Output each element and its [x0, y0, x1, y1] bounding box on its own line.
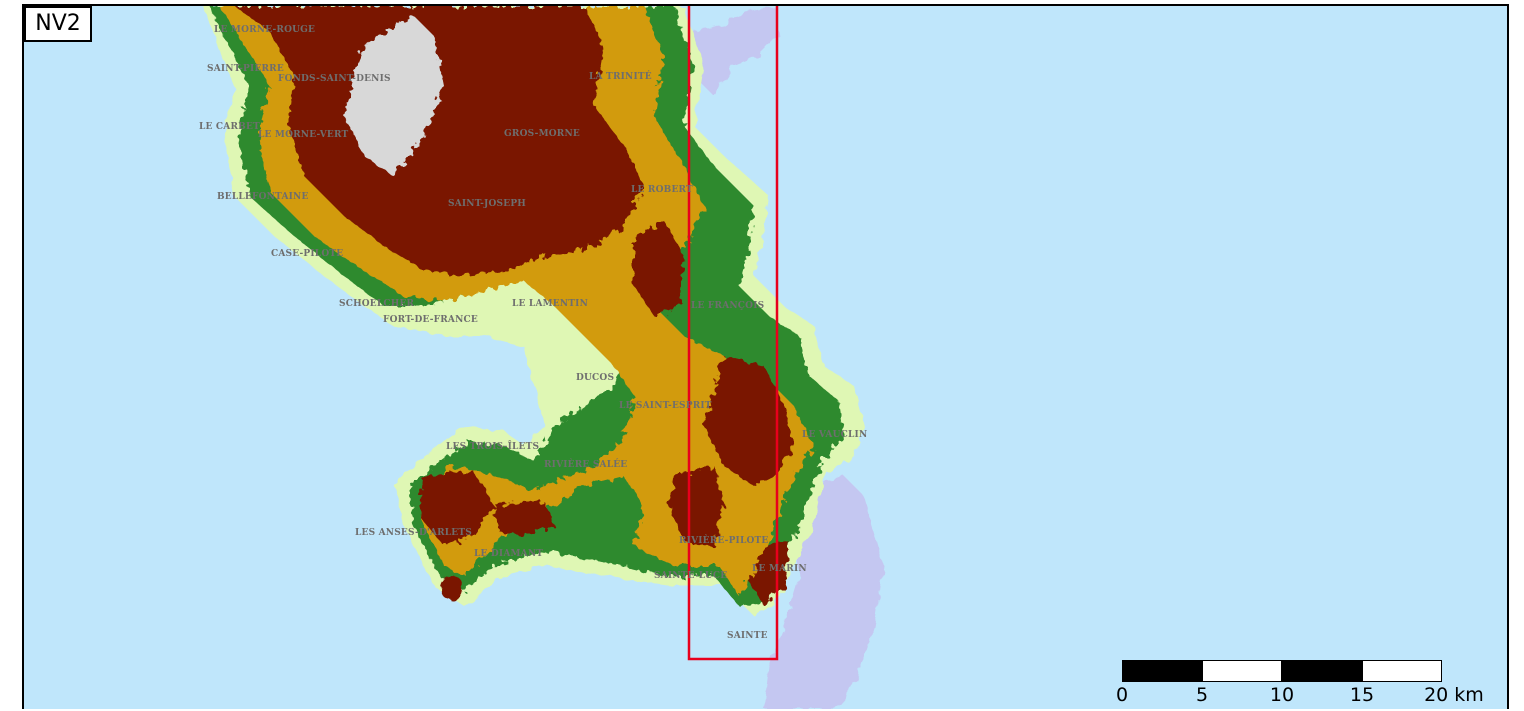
town-label: LES ANSES-D'ARLETS: [355, 528, 472, 538]
town-label: SCHOELCHER: [339, 299, 415, 309]
scale-bar-label: 20 km: [1424, 684, 1484, 706]
town-label: LE VAUCLIN: [802, 430, 867, 440]
town-label: LE LAMENTIN: [512, 299, 588, 309]
town-label: LA TRINITÉ: [589, 70, 652, 82]
scale-bar-segment: [1362, 660, 1442, 682]
scale-bar-label: 0: [1115, 684, 1129, 706]
town-label: FORT-DE-FRANCE: [383, 315, 478, 325]
scale-bar-label: 15: [1349, 684, 1375, 706]
town-label: RIVIÈRE SALÉE: [544, 458, 627, 470]
town-label: BELLEFONTAINE: [217, 192, 309, 202]
terrain-map: LE MORNE-ROUGE SAINT-PIERREFONDS-SAINT-DE…: [199, 6, 884, 709]
town-label: LE DIAMANT: [474, 549, 543, 559]
town-label: SAINTE: [727, 631, 768, 641]
scale-bar-label: 5: [1195, 684, 1209, 706]
town-label: LE MORNE-ROUGE: [214, 25, 315, 35]
town-labels: LE MORNE-ROUGE SAINT-PIERREFONDS-SAINT-DE…: [199, 25, 867, 641]
scale-bar-segment: [1202, 660, 1282, 682]
town-label: LE SAINT-ESPRIT: [619, 401, 712, 411]
town-label: LE CARBET: [199, 122, 260, 132]
town-label: LE ROBERT: [631, 185, 693, 195]
selection-box: [687, 6, 779, 661]
scale-bar-label: 10: [1269, 684, 1295, 706]
town-label: LE MARIN: [752, 564, 807, 574]
town-label: RIVIÈRE-PILOTE: [679, 534, 769, 546]
town-label: SAINT-PIERRE: [207, 64, 284, 74]
town-label: SAINTE-LUCE: [654, 571, 727, 581]
scale-bar-segment: [1122, 660, 1202, 682]
town-label: CASE-PILOTE: [271, 249, 343, 259]
town-label: LES TROIS-ÎLETS: [446, 440, 539, 452]
scale-bar-segment: [1282, 660, 1362, 682]
town-label: GROS-MORNE: [504, 129, 580, 139]
town-label: SAINT-JOSEPH: [448, 199, 526, 209]
island-terrain: [204, 6, 864, 616]
panel-label: NV2: [24, 6, 92, 42]
town-label: LE MORNE-VERT: [258, 130, 349, 140]
town-label: DUCOS: [576, 373, 614, 383]
town-label: LE FRANÇOIS: [691, 301, 764, 311]
town-label: FONDS-SAINT-DENIS: [278, 74, 391, 84]
scale-bar: 0 5 10 15 20 km: [1110, 658, 1510, 708]
